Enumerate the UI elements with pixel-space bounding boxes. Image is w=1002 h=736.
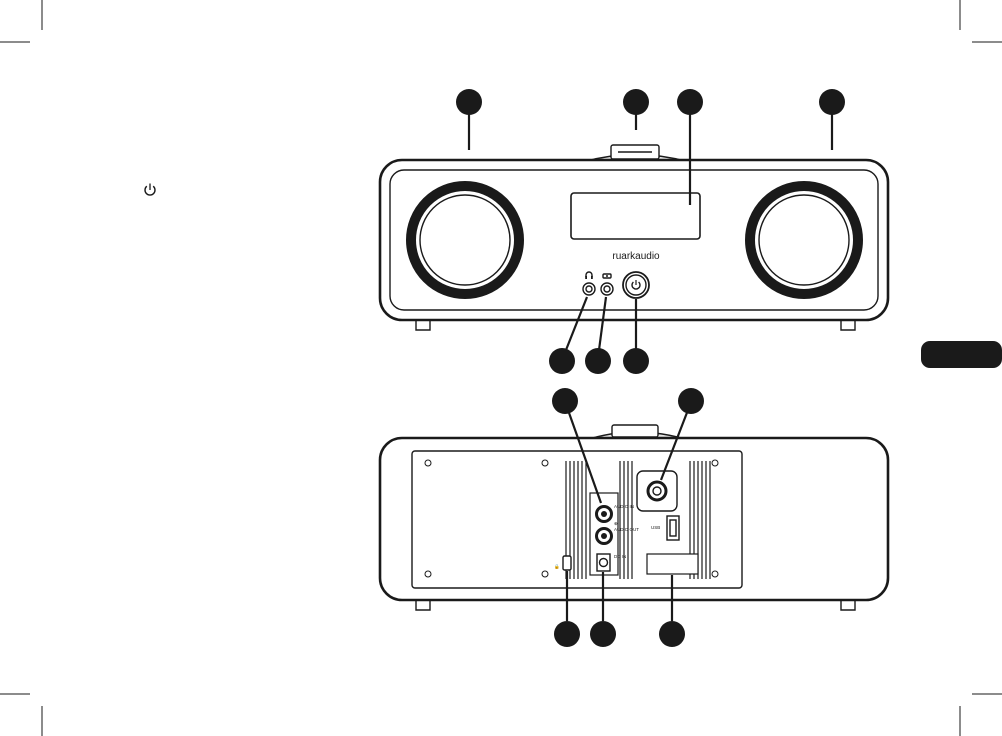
usb-port-label: USB (651, 525, 660, 530)
rating-label-plate (647, 554, 698, 574)
right-speaker (750, 186, 858, 294)
usb-port (667, 516, 679, 540)
callout-antenna (678, 388, 704, 414)
callout-headphone-jack (549, 348, 575, 374)
callout-label-plate (659, 621, 685, 647)
power-button (623, 272, 649, 298)
display-window (571, 193, 700, 239)
svg-text:🔒: 🔒 (554, 564, 560, 569)
callout-display (677, 89, 703, 115)
front-view: ruarkaudio (380, 145, 888, 330)
side-power-icon (145, 184, 155, 196)
jack-label-audio-in: AUDIO IN (614, 504, 634, 509)
front-foot-left (416, 320, 430, 330)
brand-logo: ruarkaudio (612, 251, 660, 262)
audio-in-jack (597, 507, 612, 522)
callout-left-speaker (456, 89, 482, 115)
dc-input-label: DC IN (614, 554, 626, 559)
antenna-socket (648, 482, 666, 500)
jack-label-audio-out: AUDIO OUT (614, 527, 639, 532)
callout-security-slot (554, 621, 580, 647)
audio-out-jack (597, 529, 612, 544)
left-speaker (411, 186, 519, 294)
dc-power-input (597, 554, 610, 571)
rear-cabinet (380, 438, 888, 600)
front-foot-right (841, 320, 855, 330)
callout-dc-input (590, 621, 616, 647)
callout-power-button (623, 348, 649, 374)
section-tab (921, 341, 1002, 368)
callout-aux-jack (585, 348, 611, 374)
callout-right-speaker (819, 89, 845, 115)
callout-top-knob (623, 89, 649, 115)
svg-text:⊕: ⊕ (614, 521, 618, 526)
callout-audio-jacks (552, 388, 578, 414)
rear-view: AUDIO IN ⊕ AUDIO OUT DC IN USB 🔒 (380, 425, 888, 610)
